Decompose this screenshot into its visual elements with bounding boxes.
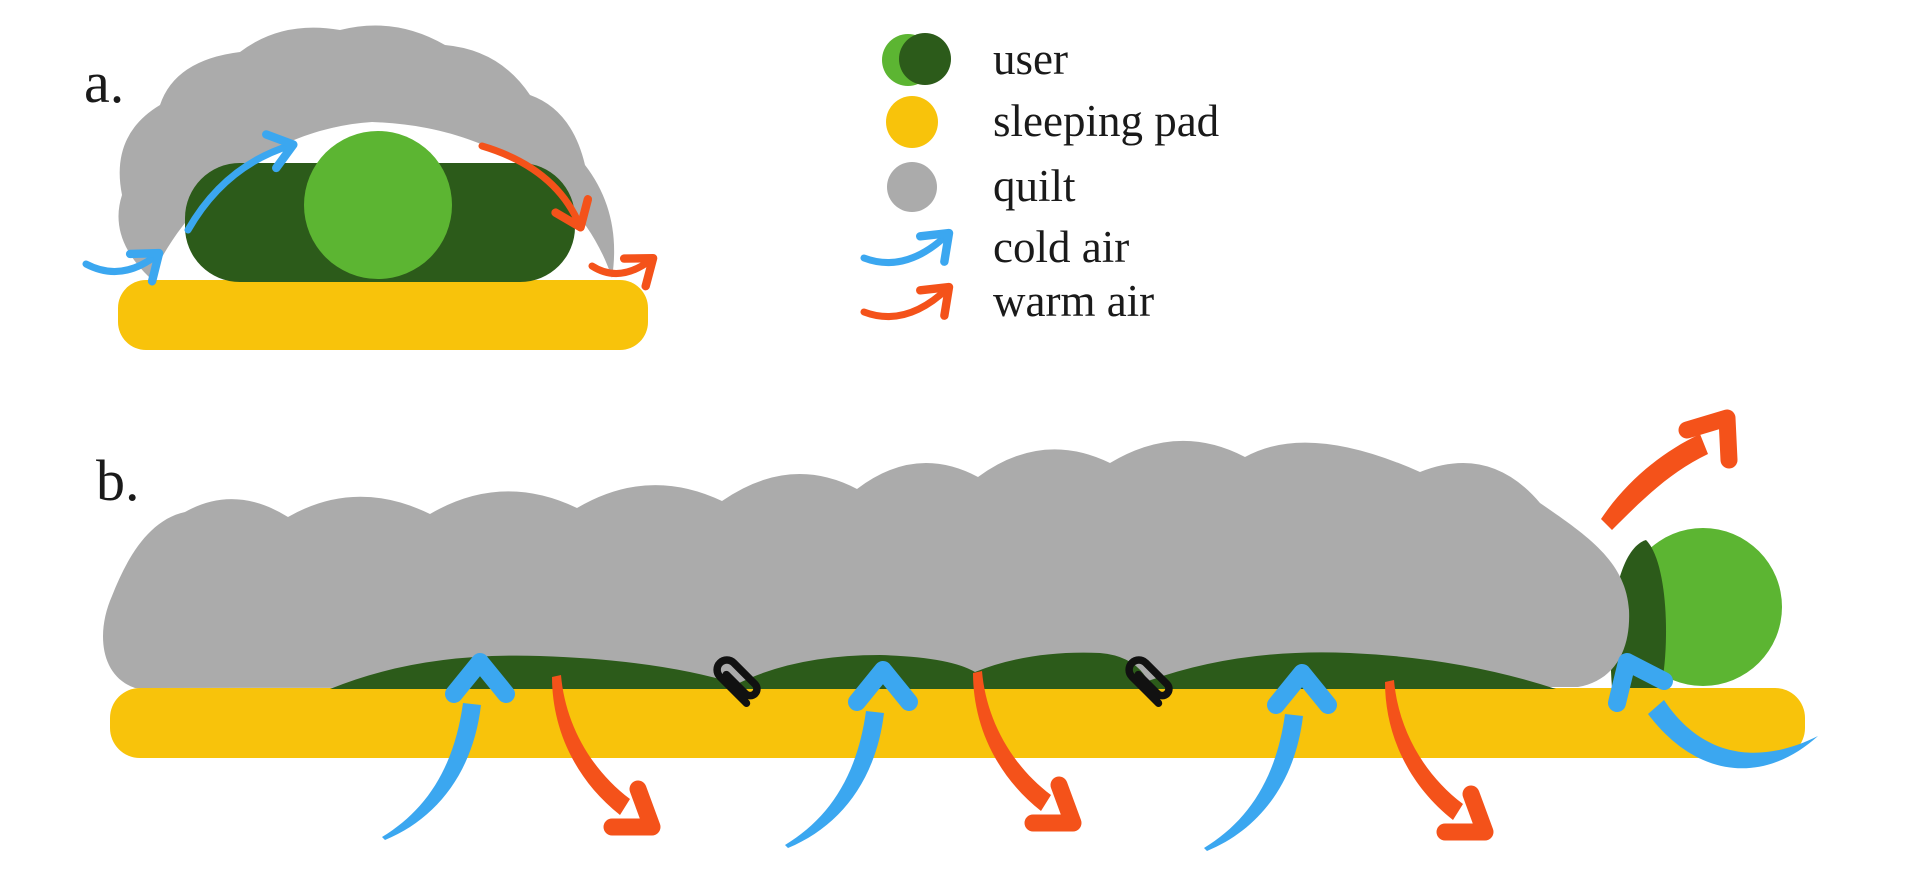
quilt-swatch-icon <box>887 162 937 212</box>
legend: user sleeping pad quilt cold air warm ai… <box>860 33 1219 326</box>
user-body-b <box>330 652 1556 689</box>
user-neck-b <box>1610 540 1667 688</box>
legend-item-warm-air: warm air <box>860 276 1154 326</box>
panel-a-label: a. <box>84 50 124 115</box>
sleeping-pad-b <box>110 688 1805 758</box>
quilt-b <box>103 440 1630 688</box>
warm-air-arrow-a-exit <box>588 253 658 291</box>
panel-b: b. <box>96 409 1818 851</box>
sleeping-pad-a <box>118 280 648 350</box>
legend-item-sleeping-pad: sleeping pad <box>886 96 1219 148</box>
legend-label-cold-air: cold air <box>993 222 1129 272</box>
legend-label-user: user <box>993 34 1068 84</box>
user-dark-swatch-icon <box>899 33 951 85</box>
legend-label-sleeping-pad: sleeping pad <box>993 96 1219 146</box>
warm-air-arrow-icon <box>860 282 954 321</box>
cold-air-arrow-b-neck <box>1608 653 1818 769</box>
warm-air-arrow-b-head <box>1601 409 1738 530</box>
user-head-a <box>304 131 452 279</box>
panel-b-label: b. <box>96 448 140 513</box>
sleeping-pad-swatch-icon <box>886 96 938 148</box>
cold-air-arrow-a-inner <box>184 130 298 234</box>
legend-label-quilt: quilt <box>993 161 1076 211</box>
cold-air-arrow-a-entry <box>82 248 164 286</box>
cold-air-arrow-icon <box>860 228 954 267</box>
legend-item-cold-air: cold air <box>860 222 1129 272</box>
warm-air-arrow-a-inner <box>478 142 593 232</box>
legend-item-user: user <box>882 33 1068 86</box>
panel-a: a. <box>82 25 658 350</box>
legend-label-warm-air: warm air <box>993 276 1154 326</box>
legend-item-quilt: quilt <box>887 161 1076 212</box>
quilt-a <box>118 25 615 278</box>
